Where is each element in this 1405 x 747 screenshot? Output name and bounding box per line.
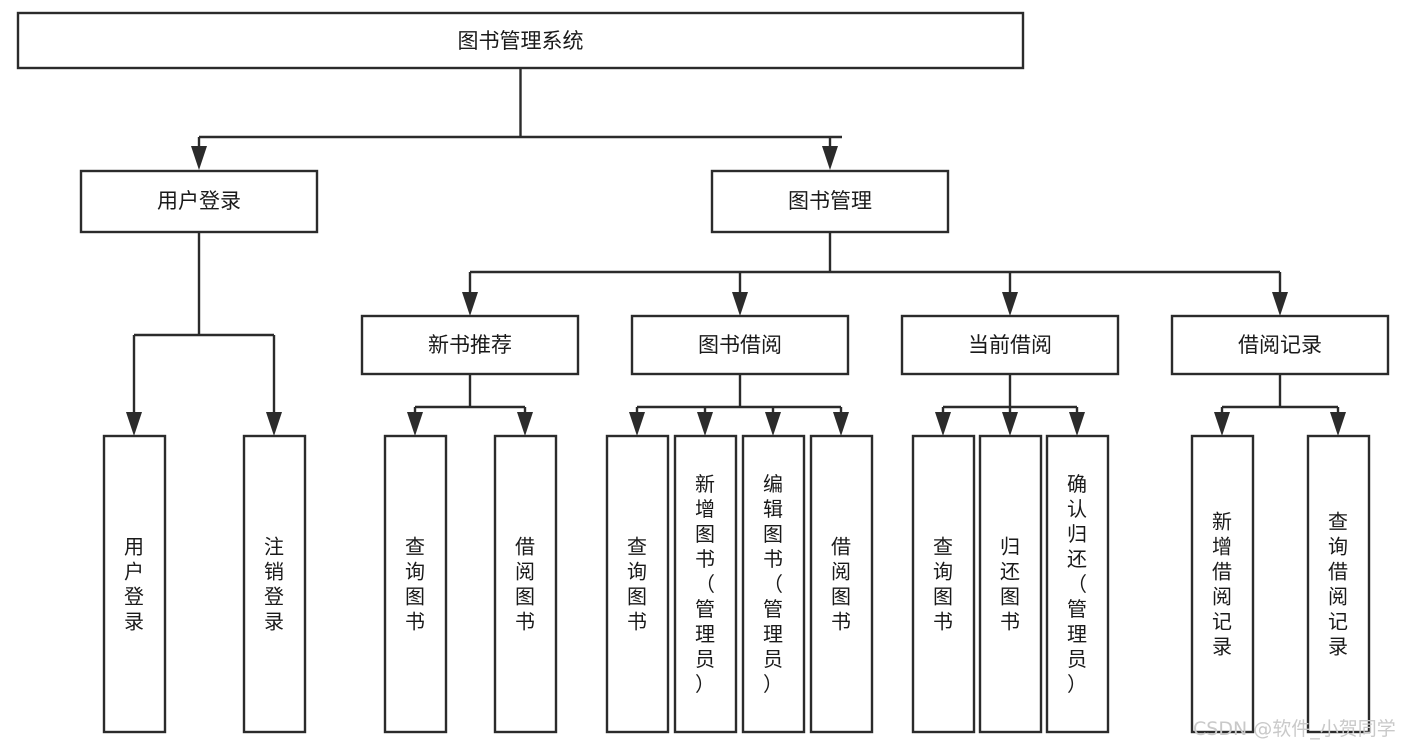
- arrow-borrow-l4: [833, 412, 849, 436]
- leaf-current-borrow-1-label: 查询图书: [933, 535, 953, 634]
- node-book-borrow-label: 图书借阅: [698, 333, 782, 357]
- arrow-bookmgmt-c4: [1272, 292, 1288, 316]
- arrow-current-l3: [1069, 412, 1085, 436]
- leaf-new-book-2-label: 借阅图书: [515, 535, 535, 634]
- node-current-borrow-label: 当前借阅: [968, 333, 1052, 357]
- arrow-root-to-book-mgmt: [822, 146, 838, 170]
- arrow-borrow-l2: [697, 412, 713, 436]
- leaf-book-borrow-1[interactable]: 查询图书: [605, 434, 670, 734]
- node-book-borrow[interactable]: 图书借阅: [630, 314, 850, 376]
- leaf-current-borrow-3-box[interactable]: [1045, 434, 1110, 734]
- node-borrow-record-label: 借阅记录: [1238, 333, 1322, 357]
- leaf-book-borrow-2-label: 新增图书（管理员）: [695, 472, 715, 696]
- arrow-record-l2: [1330, 412, 1346, 436]
- leaf-user-login-1-box[interactable]: [102, 434, 167, 734]
- arrow-borrow-l1: [629, 412, 645, 436]
- leaf-borrow-record-2-label: 查询借阅记录: [1328, 510, 1348, 659]
- leaf-new-book-2-box[interactable]: [493, 434, 558, 734]
- leaf-book-borrow-4-box[interactable]: [809, 434, 874, 734]
- arrow-borrow-l3: [765, 412, 781, 436]
- node-user-login-label: 用户登录: [157, 189, 241, 213]
- leaf-book-borrow-1-label: 查询图书: [627, 535, 647, 634]
- node-book-management[interactable]: 图书管理: [710, 169, 950, 234]
- node-user-login[interactable]: 用户登录: [79, 169, 319, 234]
- node-root-box[interactable]: [16, 11, 1025, 70]
- leaf-book-borrow-3-label: 编辑图书（管理员）: [763, 472, 783, 696]
- leaf-current-borrow-3[interactable]: 确认归还（管理员）: [1045, 434, 1110, 734]
- leaf-new-book-1-label: 查询图书: [405, 535, 425, 634]
- node-new-book-recommend-box[interactable]: [360, 314, 580, 376]
- arrow-newbook-l1: [407, 412, 423, 436]
- leaf-current-borrow-1-box[interactable]: [911, 434, 976, 734]
- leaf-user-login-1[interactable]: 用户登录: [102, 434, 167, 734]
- csdn-watermark: CSDN @软件_小贺同学: [1193, 718, 1396, 740]
- leaf-current-borrow-3-label: 确认归还（管理员）: [1067, 472, 1087, 696]
- node-user-login-box[interactable]: [79, 169, 319, 234]
- node-current-borrow[interactable]: 当前借阅: [900, 314, 1120, 376]
- leaf-current-borrow-2-label: 归还图书: [1000, 535, 1020, 634]
- arrow-bookmgmt-c1: [462, 292, 478, 316]
- leaf-borrow-record-1-label: 新增借阅记录: [1212, 510, 1232, 659]
- leaf-borrow-record-2[interactable]: 查询借阅记录: [1306, 434, 1371, 734]
- leaf-book-borrow-3-box[interactable]: [741, 434, 806, 734]
- leaf-current-borrow-2[interactable]: 归还图书: [978, 434, 1043, 734]
- arrow-newbook-l2: [517, 412, 533, 436]
- node-root[interactable]: 图书管理系统: [16, 11, 1025, 70]
- leaf-borrow-record-2-box[interactable]: [1306, 434, 1371, 734]
- leaf-current-borrow-2-box[interactable]: [978, 434, 1043, 734]
- arrow-root-to-user-login: [191, 146, 207, 170]
- node-book-management-box[interactable]: [710, 169, 950, 234]
- node-borrow-record-box[interactable]: [1170, 314, 1390, 376]
- leaf-book-borrow-1-box[interactable]: [605, 434, 670, 734]
- leaf-new-book-2[interactable]: 借阅图书: [493, 434, 558, 734]
- arrow-current-l2: [1002, 412, 1018, 436]
- node-root-label: 图书管理系统: [458, 29, 584, 53]
- leaf-borrow-record-1-box[interactable]: [1190, 434, 1255, 734]
- node-book-borrow-box[interactable]: [630, 314, 850, 376]
- arrow-current-l1: [935, 412, 951, 436]
- leaf-user-login-2-label: 注销登录: [264, 535, 284, 634]
- leaf-current-borrow-1[interactable]: 查询图书: [911, 434, 976, 734]
- leaf-user-login-2-box[interactable]: [242, 434, 307, 734]
- arrow-userlogin-leaf2: [266, 412, 282, 436]
- leaf-book-borrow-4[interactable]: 借阅图书: [809, 434, 874, 734]
- leaf-borrow-record-1[interactable]: 新增借阅记录: [1190, 434, 1255, 734]
- leaf-user-login-2[interactable]: 注销登录: [242, 434, 307, 734]
- arrow-record-l1: [1214, 412, 1230, 436]
- arrow-bookmgmt-c3: [1002, 292, 1018, 316]
- leaf-book-borrow-2-box[interactable]: [673, 434, 738, 734]
- leaf-new-book-1[interactable]: 查询图书: [383, 434, 448, 734]
- node-new-book-recommend-label: 新书推荐: [428, 333, 512, 357]
- arrow-bookmgmt-c2: [732, 292, 748, 316]
- node-new-book-recommend[interactable]: 新书推荐: [360, 314, 580, 376]
- node-current-borrow-box[interactable]: [900, 314, 1120, 376]
- leaf-user-login-1-label: 用户登录: [124, 535, 144, 634]
- leaf-book-borrow-4-label: 借阅图书: [831, 535, 851, 634]
- leaf-new-book-1-box[interactable]: [383, 434, 448, 734]
- leaf-book-borrow-2[interactable]: 新增图书（管理员）: [673, 434, 738, 734]
- edge-layer: [126, 68, 1346, 436]
- arrow-userlogin-leaf1: [126, 412, 142, 436]
- node-book-management-label: 图书管理: [788, 189, 872, 213]
- leaf-book-borrow-3[interactable]: 编辑图书（管理员）: [741, 434, 806, 734]
- node-borrow-record[interactable]: 借阅记录: [1170, 314, 1390, 376]
